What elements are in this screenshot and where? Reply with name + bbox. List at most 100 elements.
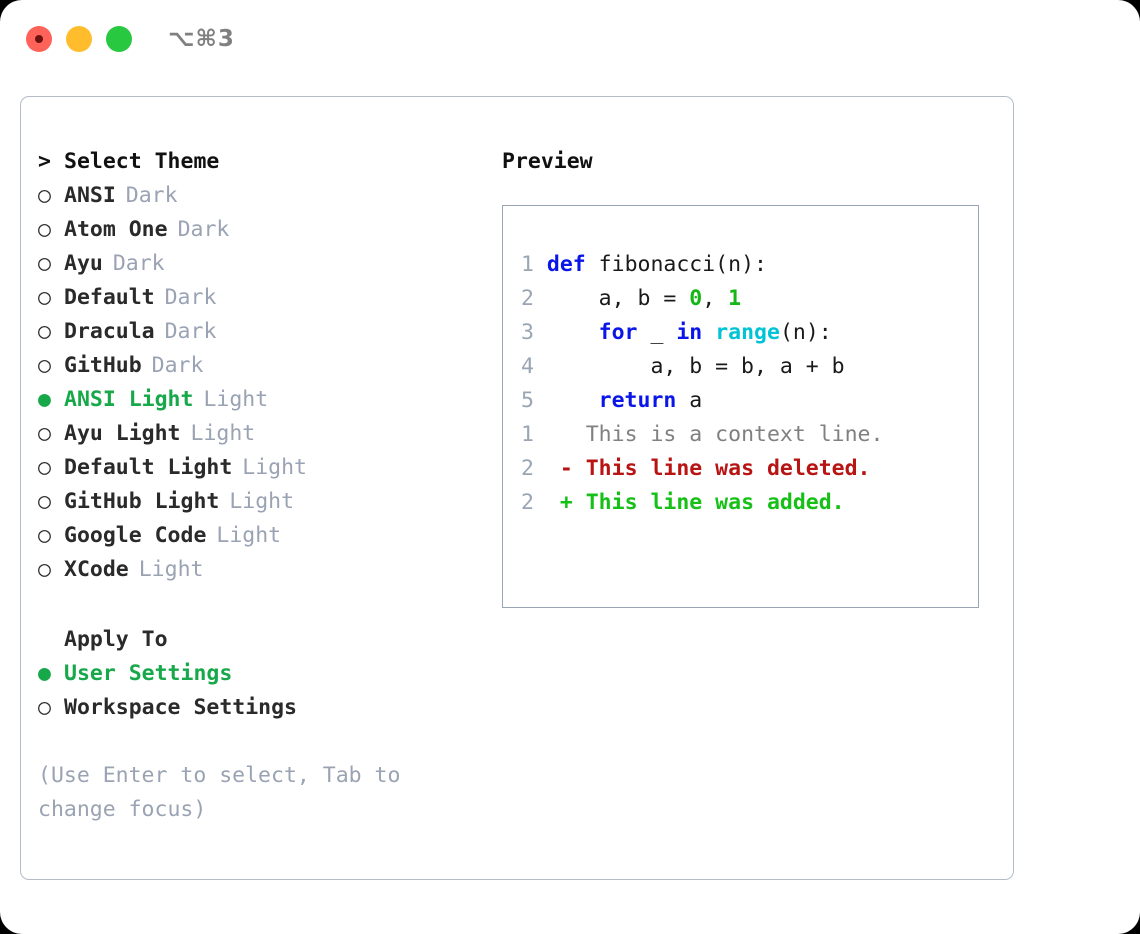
maximize-button-icon[interactable] bbox=[106, 26, 132, 52]
radio-unselected-icon: ○ bbox=[38, 319, 51, 344]
radio-unselected-icon: ○ bbox=[38, 557, 51, 582]
theme-option-variant: Dark bbox=[164, 319, 217, 344]
theme-option-name: GitHub Light bbox=[64, 489, 220, 514]
code-token: (n): bbox=[779, 320, 832, 345]
traffic-light-group bbox=[26, 26, 132, 52]
preview-title: Preview bbox=[502, 149, 593, 174]
keyboard-hint-text: (Use Enter to select, Tab to change focu… bbox=[38, 763, 401, 822]
code-token bbox=[702, 320, 715, 345]
theme-option-name: Google Code bbox=[64, 523, 207, 548]
apply-to-heading-spacer bbox=[38, 623, 64, 657]
diff-text: This line was deleted. bbox=[585, 456, 871, 481]
close-button-icon[interactable] bbox=[26, 26, 52, 52]
minimize-button-icon[interactable] bbox=[66, 26, 92, 52]
preview-panel: Preview 1 def fibonacci(n):2 a, b = 0, 1… bbox=[502, 145, 992, 608]
select-theme-heading: > Select Theme bbox=[38, 145, 498, 179]
theme-option-name: Ayu bbox=[64, 251, 103, 276]
code-line: 1 def fibonacci(n): bbox=[521, 248, 845, 282]
code-line-number: 2 bbox=[521, 286, 547, 311]
diff-line-number: 2 bbox=[521, 456, 560, 481]
diff-sign bbox=[560, 422, 586, 447]
diff-sign: + bbox=[559, 490, 586, 515]
code-token: for bbox=[598, 320, 638, 345]
code-line: 3 for _ in range(n): bbox=[521, 316, 845, 350]
apply-to-heading-label: Apply To bbox=[64, 627, 168, 652]
code-token: 1 bbox=[728, 286, 742, 311]
theme-option-atom-one[interactable]: ○ Atom One Dark bbox=[38, 213, 498, 247]
theme-option-google-code[interactable]: ○ Google Code Light bbox=[38, 519, 498, 553]
theme-option-name: Ayu Light bbox=[64, 421, 181, 446]
theme-option-variant: Dark bbox=[112, 251, 165, 276]
theme-option-variant: Light bbox=[216, 523, 282, 548]
theme-option-name: Default Light bbox=[64, 455, 233, 480]
radio-unselected-icon: ○ bbox=[38, 455, 51, 480]
radio-unselected-icon: ○ bbox=[38, 251, 51, 276]
theme-option-name: ANSI Light bbox=[64, 387, 194, 412]
code-line-number: 3 bbox=[521, 320, 547, 345]
diff-text: This line was added. bbox=[585, 490, 845, 515]
code-line-number: 5 bbox=[521, 388, 547, 413]
apply-to-option-list: ●User Settings ○ Workspace Settings bbox=[38, 657, 498, 725]
diff-line-deleted: 2 - This line was deleted. bbox=[521, 452, 883, 486]
apply-to-heading: Apply To bbox=[38, 623, 498, 657]
code-line: 5 return a bbox=[521, 384, 845, 418]
code-line-number: 1 bbox=[521, 252, 547, 277]
code-token: range bbox=[715, 320, 780, 345]
code-token: return bbox=[598, 388, 677, 413]
theme-option-name: Default bbox=[64, 285, 155, 310]
prompt-caret-icon: > bbox=[38, 149, 51, 174]
diff-text: This is a context line. bbox=[585, 422, 884, 447]
code-line: 2 a, b = 0, 1 bbox=[521, 282, 845, 316]
code-token: a, b = b, a + b bbox=[546, 354, 845, 379]
radio-unselected-icon: ○ bbox=[38, 523, 51, 548]
radio-unselected-icon: ○ bbox=[38, 217, 51, 242]
radio-unselected-icon: ○ bbox=[38, 421, 51, 446]
theme-option-default-light[interactable]: ○ Default Light Light bbox=[38, 451, 498, 485]
apply-to-option-label: Workspace Settings bbox=[64, 695, 297, 720]
theme-option-variant: Dark bbox=[177, 217, 230, 242]
radio-unselected-icon: ○ bbox=[38, 183, 51, 208]
code-token: def bbox=[546, 252, 586, 277]
theme-option-variant: Light bbox=[138, 557, 204, 582]
theme-option-variant: Dark bbox=[125, 183, 178, 208]
code-token bbox=[547, 388, 599, 413]
theme-option-name: Atom One bbox=[64, 217, 168, 242]
diff-line-number: 2 bbox=[521, 490, 560, 515]
code-line: 4 a, b = b, a + b bbox=[521, 350, 845, 384]
apply-to-section: Apply To ●User Settings ○ Workspace Settin… bbox=[38, 623, 498, 725]
apply-to-option-workspace-settings[interactable]: ○ Workspace Settings bbox=[38, 691, 498, 725]
code-token: _ bbox=[637, 320, 677, 345]
radio-selected-icon: ● bbox=[38, 387, 51, 412]
radio-unselected-icon: ○ bbox=[38, 695, 51, 720]
theme-option-ayu-light[interactable]: ○ Ayu Light Light bbox=[38, 417, 498, 451]
select-theme-heading-label: Select Theme bbox=[64, 149, 220, 174]
theme-option-variant: Light bbox=[242, 455, 308, 480]
code-token: a bbox=[676, 388, 703, 413]
code-token: in bbox=[676, 320, 703, 345]
theme-option-name: Dracula bbox=[64, 319, 155, 344]
theme-option-variant: Light bbox=[190, 421, 256, 446]
apply-to-option-user-settings[interactable]: ●User Settings bbox=[38, 657, 498, 691]
radio-selected-icon: ● bbox=[38, 661, 51, 686]
theme-option-name: GitHub bbox=[64, 353, 142, 378]
code-token bbox=[547, 320, 599, 345]
diff-sign: - bbox=[559, 456, 586, 481]
diff-line-number: 1 bbox=[521, 422, 560, 447]
theme-option-ayu[interactable]: ○ Ayu Dark bbox=[38, 247, 498, 281]
code-token: fibonacci(n): bbox=[585, 252, 767, 277]
theme-option-dracula[interactable]: ○ Dracula Dark bbox=[38, 315, 498, 349]
diff-sample: 1 This is a context line. 2 - This line w… bbox=[521, 418, 883, 520]
diff-line-added: 2 + This line was added. bbox=[521, 486, 883, 520]
